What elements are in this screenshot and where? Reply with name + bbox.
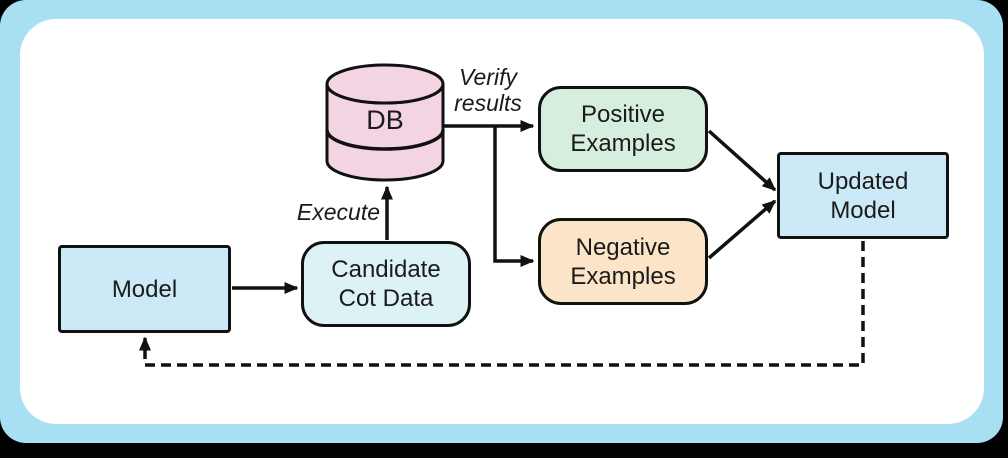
verify-results-edge-label: Verify results xyxy=(454,64,522,116)
node-positive-examples: Positive Examples xyxy=(538,86,708,172)
node-updated-model: Updated Model xyxy=(777,152,949,239)
node-positive-examples-label: Positive Examples xyxy=(570,101,676,157)
edge-positive-to-updated xyxy=(707,129,777,192)
node-updated-model-label: Updated Model xyxy=(817,167,909,224)
node-negative-examples: Negative Examples xyxy=(538,218,708,305)
node-model-label: Model xyxy=(111,275,178,303)
edge-db-to-negative xyxy=(493,126,535,267)
node-negative-examples-label: Negative Examples xyxy=(570,233,676,290)
edge-updated-to-model-feedback xyxy=(139,241,865,367)
node-model: Model xyxy=(58,245,231,333)
db-cylinder-top xyxy=(325,63,445,105)
node-candidate-cot-data: Candidate Cot Data xyxy=(301,241,471,327)
edge-negative-to-updated xyxy=(707,199,777,260)
node-candidate-cot-data-label: Candidate Cot Data xyxy=(331,256,441,312)
execute-edge-label: Execute xyxy=(296,199,380,225)
db-cylinder xyxy=(325,63,445,182)
db-cylinder-mid-rim xyxy=(325,129,445,151)
db-label: DB xyxy=(366,105,404,135)
